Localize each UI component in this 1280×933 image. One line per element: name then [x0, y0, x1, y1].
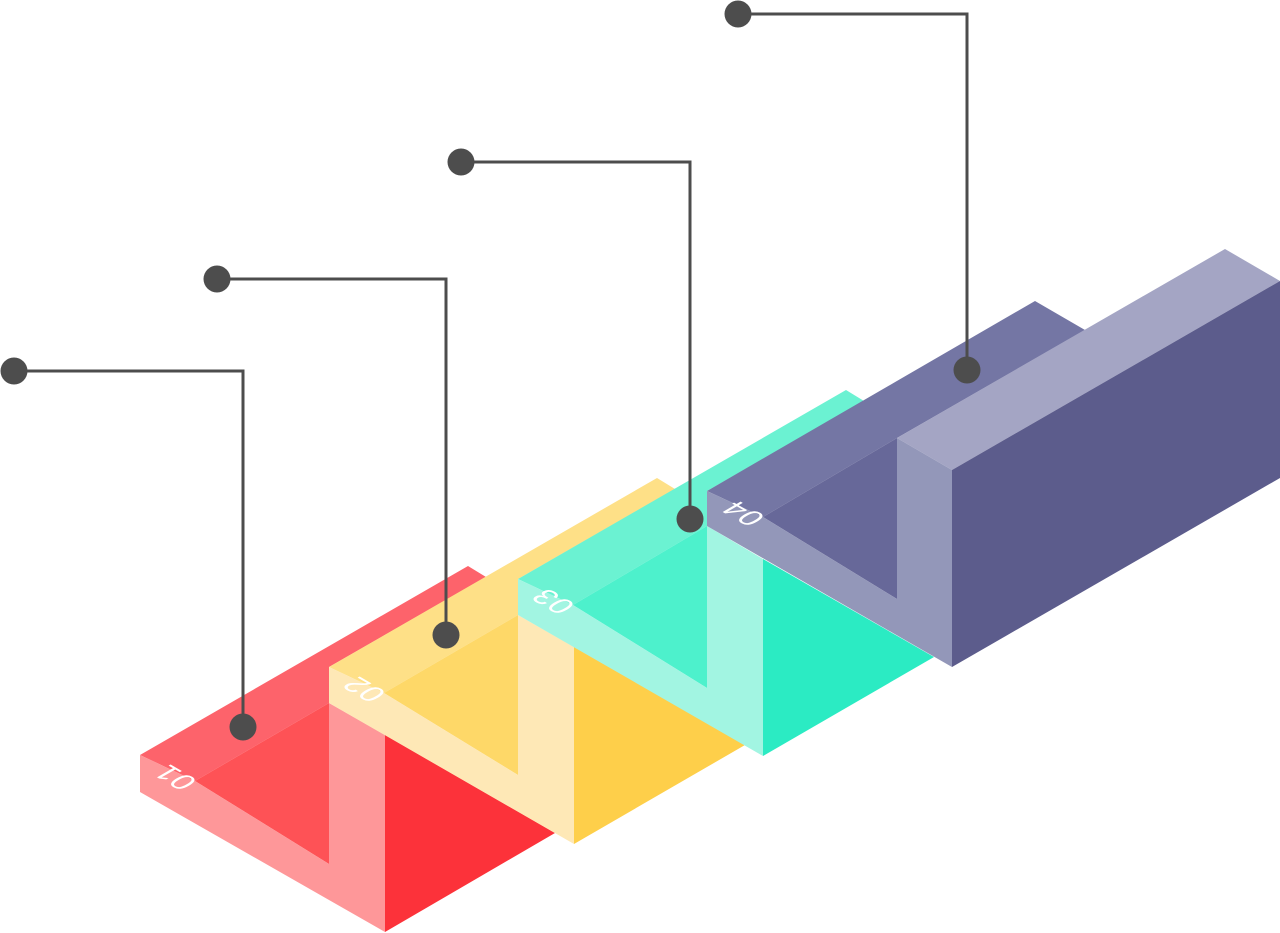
connector-02-line: [217, 277, 448, 635]
connector-01-end-dot: [229, 713, 257, 741]
step-04-front-lip: [707, 438, 952, 667]
step-04-block: [707, 249, 1280, 667]
step-01-top-inner: [195, 703, 329, 864]
step-02-front-lip: [329, 615, 574, 844]
connector-01-line: [14, 369, 245, 727]
connector-01-start-dot: [0, 357, 28, 385]
step-04-top-inner: [763, 438, 897, 599]
step-04-top-back: [707, 301, 1085, 517]
connector-04-line: [738, 12, 969, 370]
step-02-top-back: [329, 478, 675, 693]
step-02-top-inner: [384, 615, 518, 775]
step-04-front-face: [952, 281, 1280, 667]
connector-03-start-dot: [447, 148, 475, 176]
step-03-top-inner: [573, 526, 707, 688]
connector-02-start-dot: [203, 265, 231, 293]
connector-03-end-dot: [676, 505, 704, 533]
step-02-front-face: [574, 647, 745, 844]
step-01-front-face: [385, 735, 555, 932]
step-01-top-back: [140, 566, 486, 781]
connector-04: [724, 0, 981, 384]
connector-01: [0, 357, 257, 741]
connector-04-end-dot: [953, 356, 981, 384]
step-03-front-face: [763, 559, 934, 756]
connector-04-start-dot: [724, 0, 752, 28]
step-03-front-lip: [518, 526, 763, 756]
step-02-block: [329, 478, 745, 844]
step-01-front-lip: [140, 703, 385, 932]
connector-02-end-dot: [432, 621, 460, 649]
step-01-block: [140, 566, 555, 932]
connector-03: [447, 148, 704, 533]
connector-03-line: [461, 160, 692, 519]
connector-02: [203, 265, 460, 649]
step-04-top-light: [897, 249, 1280, 470]
